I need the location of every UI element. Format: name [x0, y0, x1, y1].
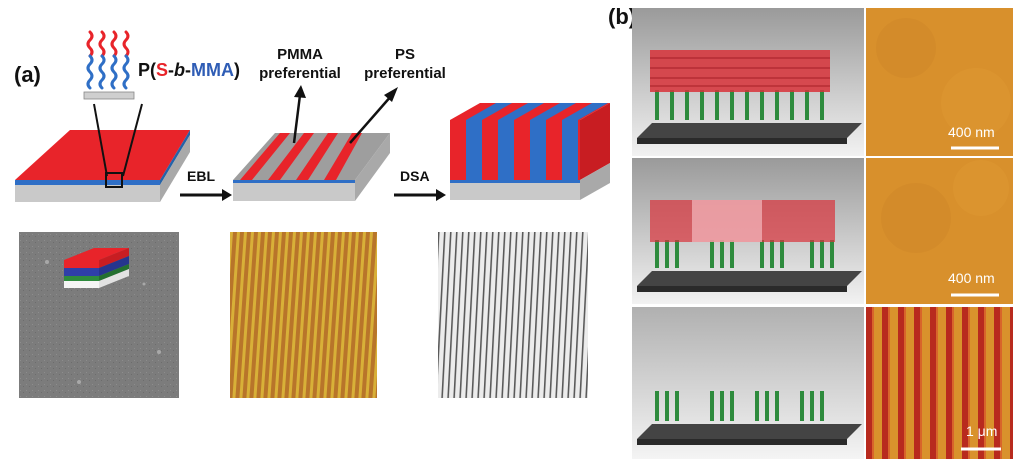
- film-substrate-block: [15, 103, 190, 202]
- copolymer-dash-2: -: [185, 60, 192, 80]
- ps-note-line2: preferential: [364, 65, 446, 82]
- dsa-arrow-icon: [394, 189, 446, 201]
- afm-image-row-1: 400 nm: [866, 8, 1013, 156]
- afm-image-row-2: 400 nm: [866, 158, 1013, 304]
- sem-image-lamellae: [438, 232, 588, 398]
- copolymer-mma-block: MMA: [191, 60, 235, 80]
- scale-bar-label-3: 1 μm: [966, 423, 998, 439]
- copolymer-prefix: P(: [138, 60, 156, 80]
- panel-a-label: (a): [14, 62, 41, 87]
- afm-1-texture: [866, 8, 1013, 156]
- brush-render-row-1: [632, 8, 864, 156]
- brush-render-row-2: [632, 158, 864, 304]
- sem-image-unpatterned: [19, 232, 179, 398]
- afm-image-row-3: 1 μm: [866, 307, 1013, 459]
- sem-lamellae-texture: [438, 232, 588, 398]
- dsa-step-label: DSA: [400, 168, 430, 184]
- brush-render-3-art: [637, 391, 862, 445]
- chemical-pattern-block: [233, 133, 390, 201]
- afm-2-texture: [866, 158, 1013, 304]
- copolymer-suffix: ): [234, 60, 241, 80]
- lamellae-block: [450, 103, 610, 200]
- brush-render-row-3: [632, 307, 864, 459]
- afm-3-stripe-texture: [866, 307, 1013, 459]
- pointer-arrows: [292, 85, 398, 144]
- pmma-preferential-note: PMMA preferential: [250, 45, 350, 83]
- ebl-arrow-icon: [180, 189, 232, 201]
- ps-note-line1: PS: [394, 46, 415, 63]
- copolymer-s-block: S: [156, 60, 169, 80]
- brush-render-1-art: [637, 50, 862, 144]
- ps-preferential-note: PS preferential: [355, 45, 455, 83]
- scale-bar-label-1: 400 nm: [948, 124, 995, 140]
- copolymer-b: b: [174, 60, 186, 80]
- pmma-note-line2: preferential: [259, 65, 341, 82]
- pmma-note-line1: PMMA: [277, 46, 323, 63]
- afm-image-stripes: [230, 232, 377, 398]
- copolymer-label: P(S-b-MMA): [138, 60, 240, 81]
- copolymer-dash-1: -: [168, 60, 175, 80]
- panel-b-label: (b): [608, 4, 637, 29]
- brush-render-2-art: [637, 200, 862, 292]
- afm-stripe-texture: [230, 232, 377, 398]
- ebl-step-label: EBL: [187, 168, 215, 184]
- scale-bar-label-2: 400 nm: [948, 270, 995, 286]
- polymer-chains-illustration: [83, 30, 135, 100]
- sem-texture: [19, 232, 179, 398]
